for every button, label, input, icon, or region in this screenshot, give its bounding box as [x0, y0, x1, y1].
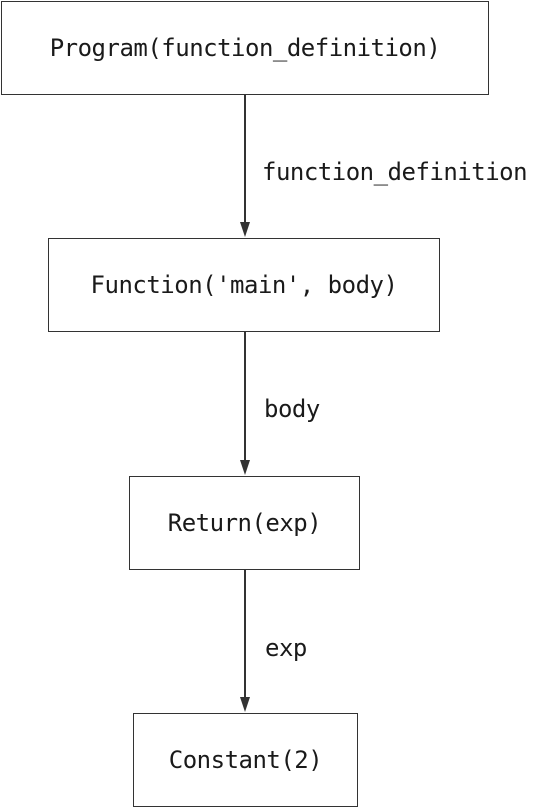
edge-program-to-function: [240, 95, 250, 237]
node-return: Return(exp): [129, 476, 360, 570]
edge-label-function-definition: function_definition: [262, 158, 528, 186]
node-constant-label: Constant(2): [168, 746, 323, 774]
edge-label-body: body: [264, 395, 320, 423]
edge-return-to-constant: [240, 570, 250, 712]
arrowhead-icon: [240, 460, 250, 475]
node-program-label: Program(function_definition): [49, 34, 441, 62]
node-constant: Constant(2): [133, 713, 358, 807]
arrowhead-icon: [240, 697, 250, 712]
edge-function-to-return: [240, 332, 250, 475]
node-return-label: Return(exp): [167, 509, 322, 537]
node-program: Program(function_definition): [1, 1, 489, 95]
node-function-label: Function('main', body): [90, 271, 398, 299]
edge-label-exp: exp: [265, 634, 307, 662]
node-function: Function('main', body): [48, 238, 440, 332]
arrowhead-icon: [240, 222, 250, 237]
